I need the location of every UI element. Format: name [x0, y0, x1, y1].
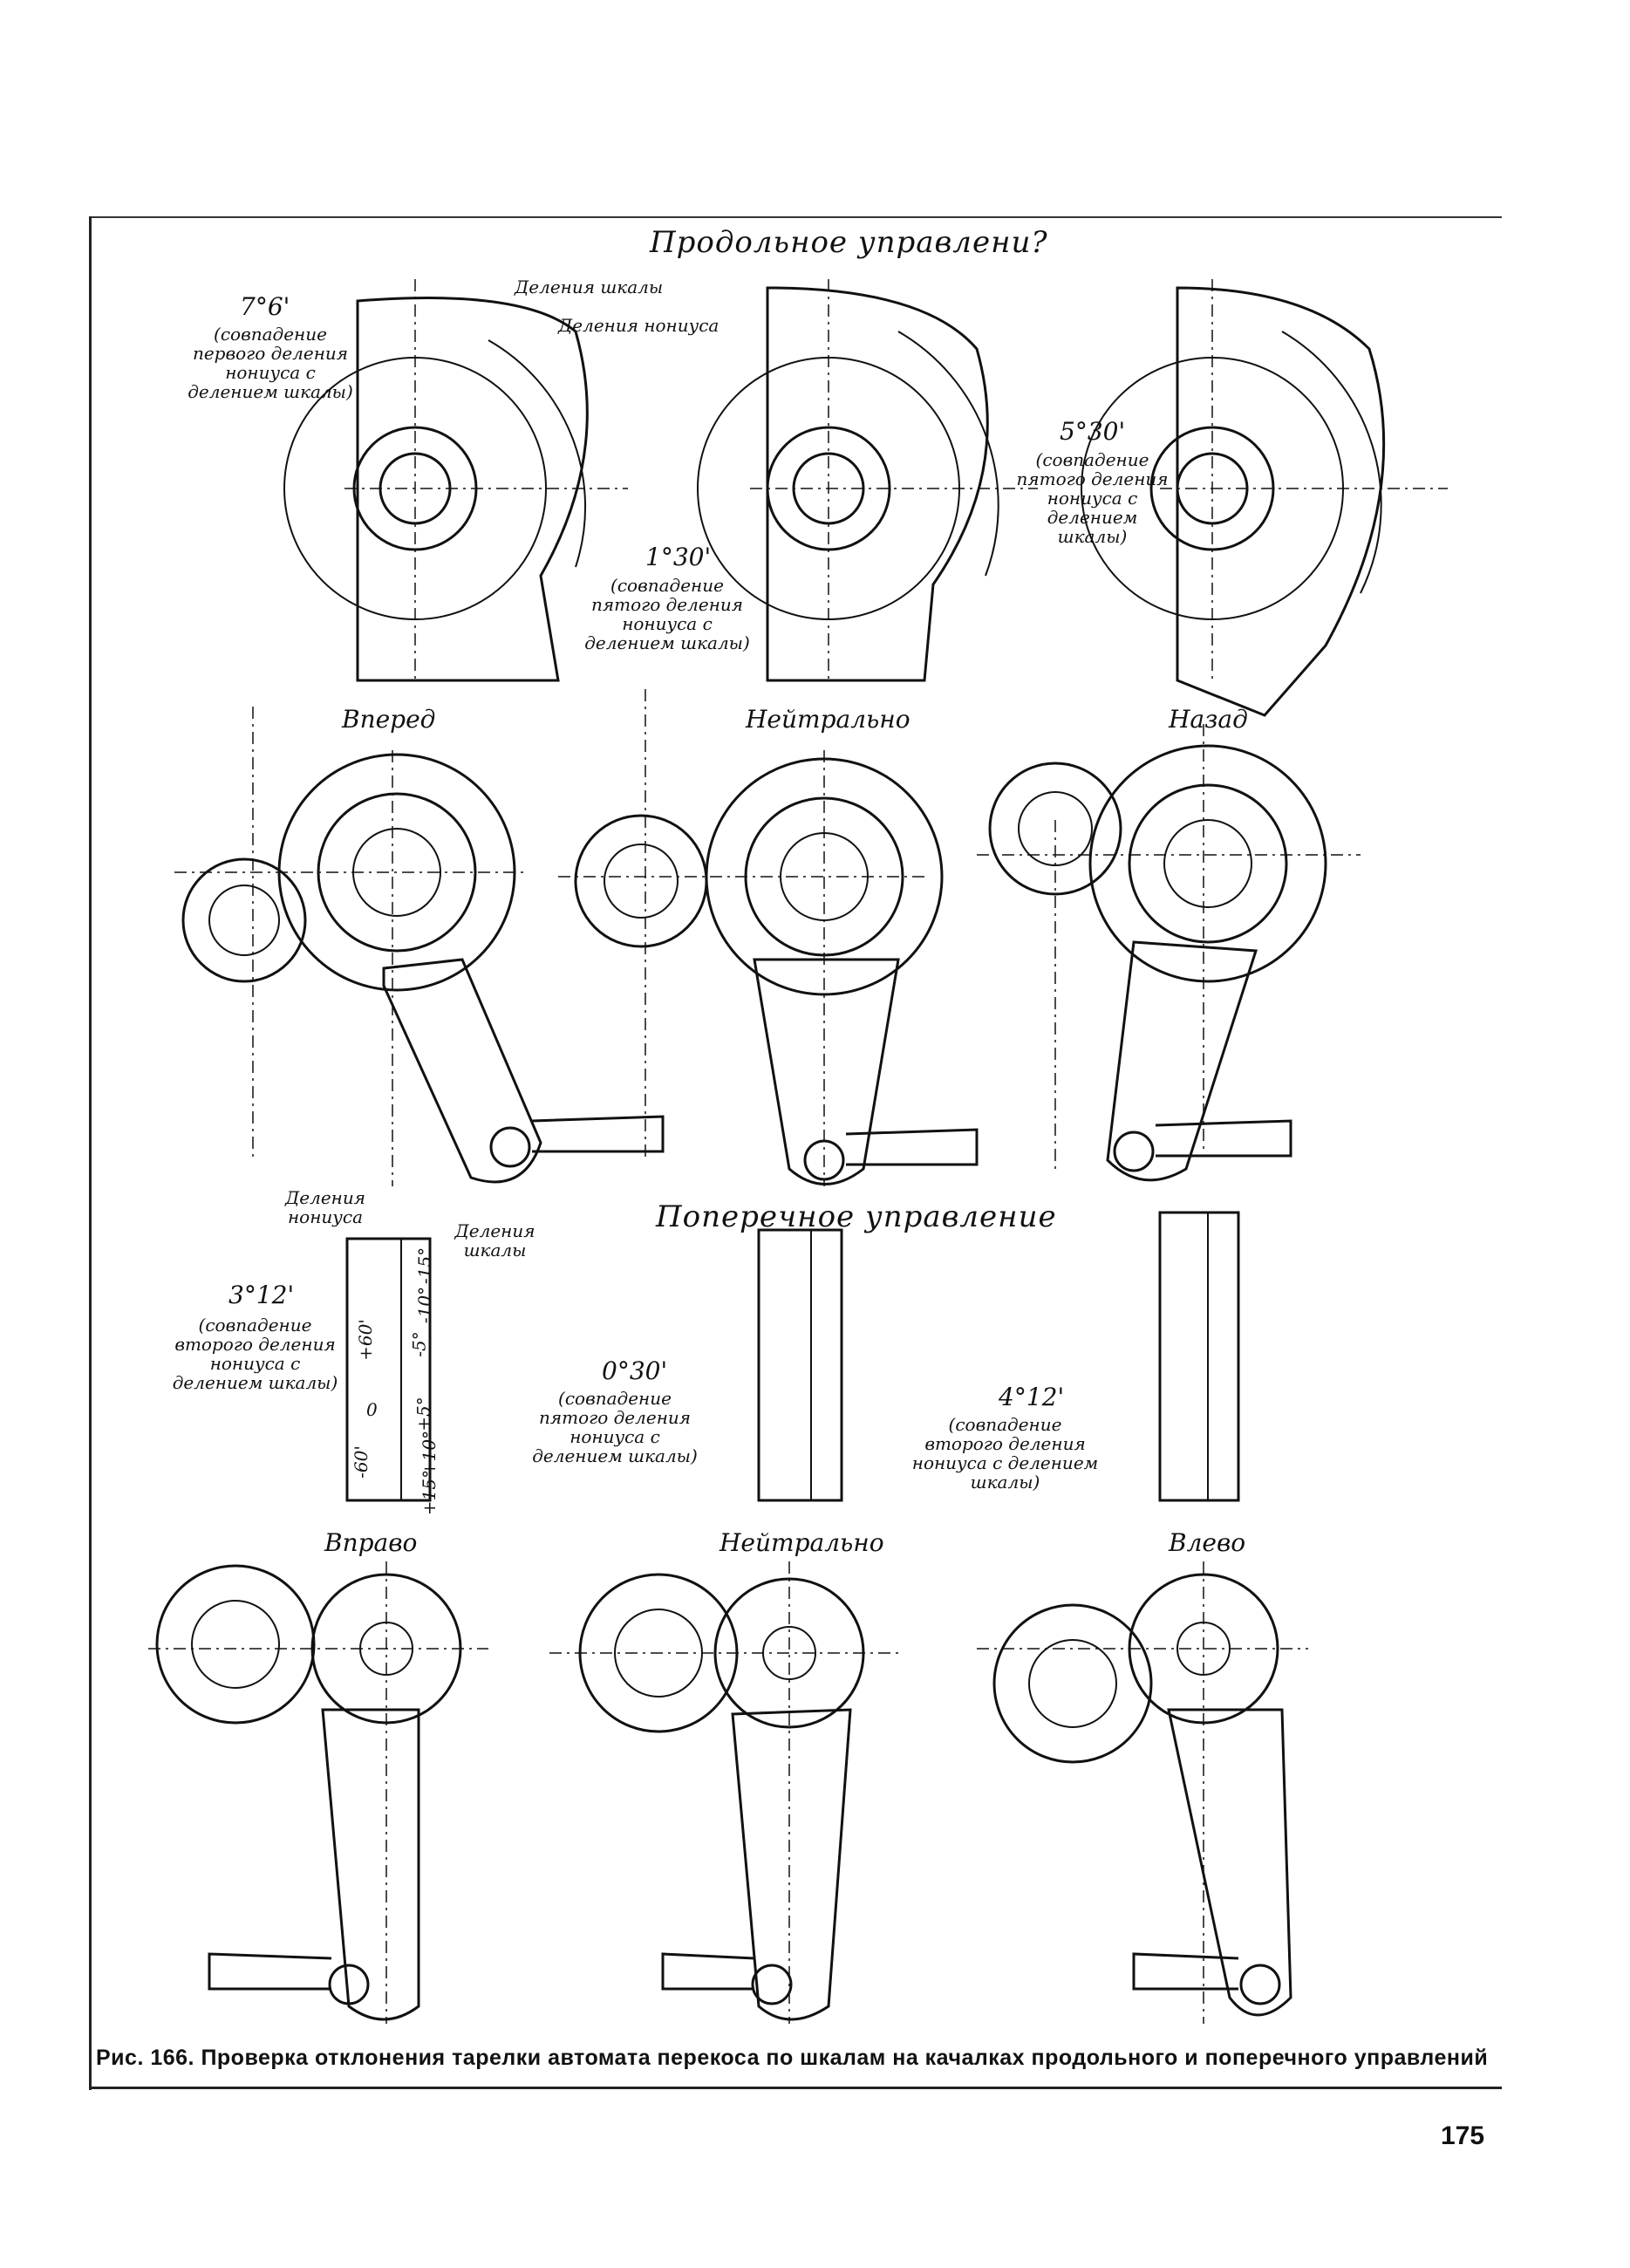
rocker-forward [174, 707, 665, 1186]
scale-tick-zero: 0 [366, 1399, 378, 1420]
scale-tick-plus15: +15° [419, 1469, 440, 1516]
label-vernier-divisions: Деления нониуса [558, 315, 720, 336]
note-top-2: (совпадение пятого деления нониуса с дел… [584, 575, 750, 653]
position-left: Влево [1169, 1528, 1246, 1557]
position-backward: Назад [1169, 705, 1248, 734]
reading-lateral-2: 0°30' [602, 1356, 668, 1385]
label-scale-short: Деления шкалы [454, 1220, 535, 1260]
reading-top-1: 7°6' [240, 292, 290, 321]
label-vernier-short: Деления нониуса [285, 1187, 365, 1227]
reading-lateral-1: 3°12' [228, 1281, 295, 1309]
note-lateral-3: (совпадение второго деления нониуса с де… [911, 1414, 1099, 1493]
position-forward: Вперед [342, 705, 436, 734]
figure-frame [89, 216, 1504, 2090]
page-number: 175 [1441, 2121, 1485, 2150]
lateral-rocker-left [977, 1561, 1308, 2024]
lateral-rocker-neutral [549, 1561, 898, 2024]
lateral-scale-2 [757, 1228, 843, 1502]
position-neutral-lateral: Нейтрально [720, 1528, 884, 1557]
note-lateral-1: (совпадение второго деления нониуса с де… [172, 1315, 338, 1393]
lateral-scale-1 [345, 1237, 432, 1502]
title-longitudinal: Продольное управлени? [650, 225, 1048, 260]
note-top-3: (совпадение пятого деления нониуса с дел… [1016, 449, 1169, 547]
reading-lateral-3: 4°12' [999, 1383, 1065, 1411]
top-dial-3 [1081, 279, 1448, 717]
note-top-1: (совпадение первого деления нониуса с де… [188, 324, 353, 402]
title-lateral: Поперечное управление [656, 1199, 1057, 1234]
scale-tick-plus60: +60' [354, 1319, 376, 1361]
figure-top-border [89, 216, 1502, 218]
reading-top-2: 1°30' [645, 543, 712, 571]
position-right: Вправо [324, 1528, 418, 1557]
scale-tick-minus5: -5° [408, 1331, 430, 1357]
rocker-backward [977, 724, 1361, 1182]
lateral-rocker-right [148, 1561, 488, 2024]
lateral-scale-3 [1158, 1211, 1240, 1502]
reading-top-3: 5°30' [1060, 417, 1126, 446]
scale-tick-minus60: -60' [350, 1445, 372, 1479]
top-dial-1 [283, 279, 628, 682]
note-lateral-2: (совпадение пятого деления нониуса с дел… [532, 1388, 698, 1466]
rocker-neutral [558, 689, 979, 1186]
figure-caption: Рис. 166. Проверка отклонения тарелки ав… [96, 2046, 1489, 2070]
caption-rule [89, 2087, 1502, 2089]
scale-tick-minus10: -10° [414, 1286, 436, 1324]
label-scale-divisions: Деления шкалы [515, 277, 664, 297]
top-dial-2 [697, 279, 1038, 682]
position-neutral: Нейтрально [746, 705, 910, 734]
scale-tick-minus15: -15° [414, 1247, 436, 1285]
scale-tick-plus5: +5° [413, 1397, 434, 1431]
